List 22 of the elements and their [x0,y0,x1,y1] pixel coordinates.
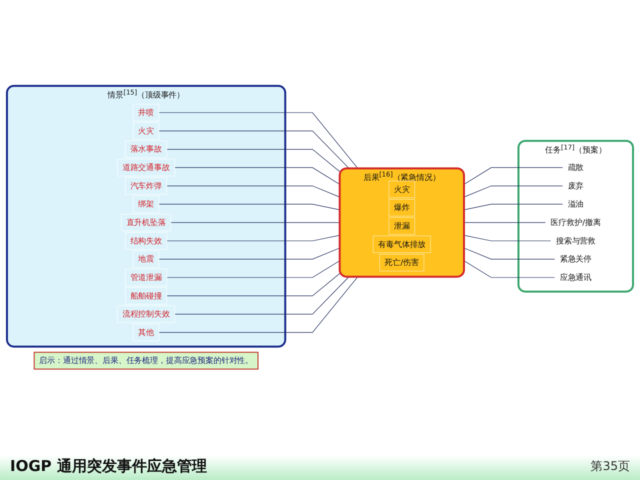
connector [464,204,564,210]
connector [166,186,340,198]
connector [464,186,564,198]
connector [166,148,340,172]
subtitle-text: IOGP 通用突发事件应急管理 [10,457,207,476]
connector [158,248,340,260]
connector [464,260,556,278]
connector [158,112,358,169]
connector [174,167,340,185]
connector [158,204,340,210]
connector [174,276,350,314]
connector [464,222,546,223]
connector [158,130,350,169]
connector [464,234,552,242]
connector [166,234,340,242]
connector [166,273,340,296]
connector [464,167,564,185]
connector [170,222,340,223]
connector [464,248,556,260]
page-number: 第35页 [590,458,630,475]
connector [158,276,358,333]
connector [166,260,340,278]
